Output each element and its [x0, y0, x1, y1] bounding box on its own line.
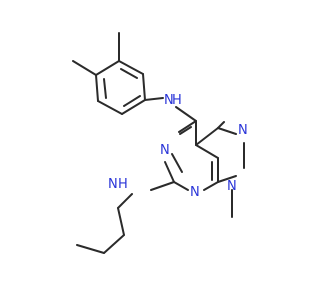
atom-n-pyrimidine-lower: N — [190, 185, 200, 200]
atom-n-pyrimidine-upper: N — [160, 143, 170, 158]
bond — [217, 175, 237, 183]
bond — [164, 161, 175, 183]
bond — [175, 106, 197, 122]
bond — [120, 68, 138, 79]
bond — [150, 181, 175, 191]
atom-n-lower-amine: N — [108, 177, 118, 192]
bond — [178, 120, 197, 133]
atom-h-upper-amine: H — [172, 93, 182, 108]
bond — [76, 244, 105, 254]
bond — [103, 78, 107, 99]
methyl-bond — [72, 60, 97, 76]
bond — [195, 127, 219, 146]
bond — [117, 207, 125, 236]
atom-n-pyrazole-upper: N — [238, 123, 248, 138]
bond — [179, 126, 192, 135]
atom-n-upper-amine: N — [164, 93, 174, 108]
bond — [217, 121, 225, 129]
bond — [217, 127, 237, 135]
bond — [144, 97, 164, 101]
atom-h-lower-amine: H — [118, 177, 128, 192]
bond — [171, 153, 183, 173]
bond — [142, 73, 146, 101]
pyrimidine-ring — [164, 120, 219, 191]
molecule-diagram: N H N N N H N N — [72, 32, 248, 254]
bond — [97, 100, 123, 115]
bond — [203, 181, 219, 191]
bond — [95, 74, 99, 102]
atom-n-pyrazole-methyl: N — [227, 179, 237, 194]
bond — [117, 193, 133, 209]
bond — [95, 60, 120, 76]
butyl-chain — [76, 207, 125, 254]
pyrazole-ring — [195, 121, 245, 183]
bond — [118, 60, 144, 75]
bond — [123, 95, 141, 107]
structure-svg: N H N N N H N N — [72, 32, 248, 254]
dimethylphenyl-ring — [95, 60, 146, 115]
bond — [121, 99, 146, 115]
bond — [195, 144, 219, 159]
bond — [103, 234, 125, 254]
bond — [173, 181, 189, 191]
